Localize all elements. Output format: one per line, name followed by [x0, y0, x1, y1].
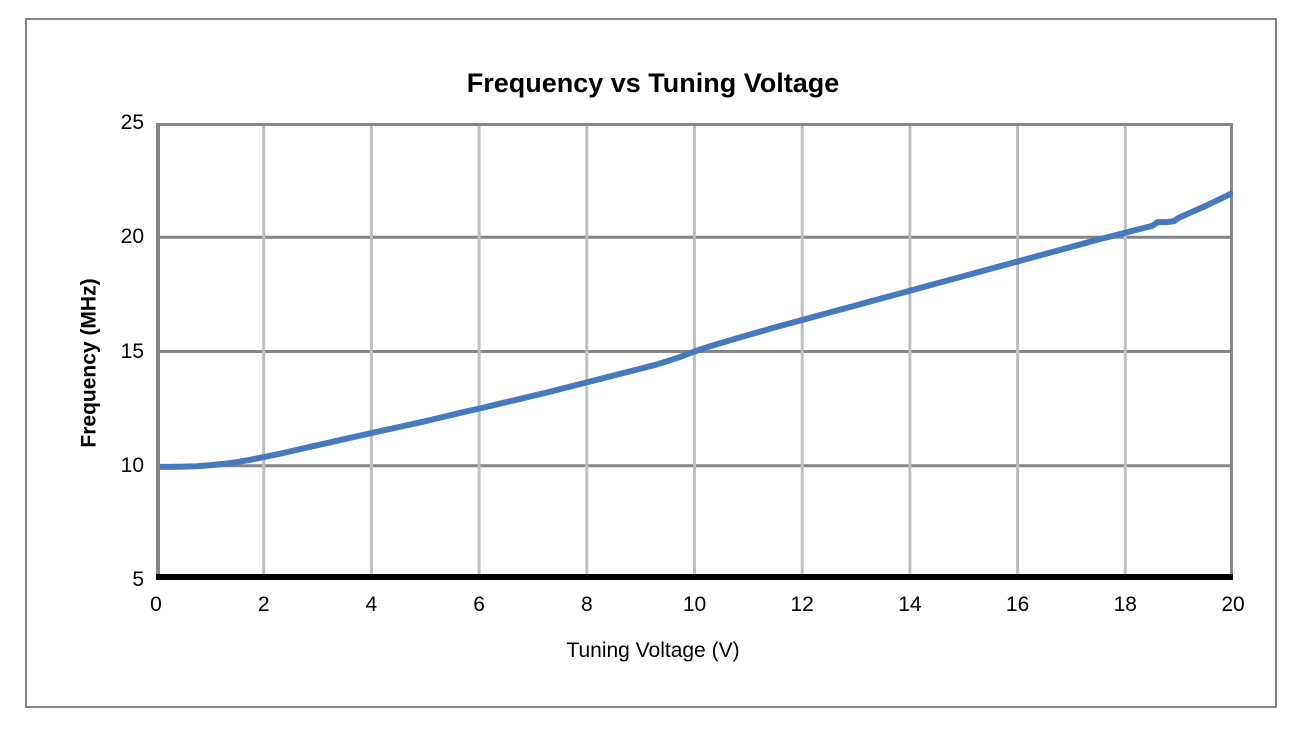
axis-lines: [156, 123, 1233, 580]
x-tick-label: 14: [898, 593, 922, 616]
y-tick-label: 25: [120, 111, 144, 134]
chart-title: Frequency vs Tuning Voltage: [466, 68, 840, 98]
data-series-group: [156, 189, 1233, 470]
gridlines: [156, 123, 1233, 580]
x-axis-title: Tuning Voltage (V): [566, 639, 740, 662]
y-tick-label: 15: [120, 339, 144, 363]
plot-canvas: [156, 123, 1233, 580]
plot-area: 5 10 15 20 25 0 2 4 6 8 10 12 14 16 18 20: [121, 112, 1245, 615]
x-tick-label: 10: [682, 593, 707, 616]
y-tick-label: 5: [132, 568, 144, 591]
x-tick-label: 20: [1221, 593, 1245, 616]
x-tick-label: 0: [150, 593, 162, 616]
x-tick-label: 18: [1113, 593, 1137, 616]
x-tick-label: 4: [365, 593, 378, 616]
x-tick-label: 2: [257, 593, 270, 616]
y-tick-label: 10: [120, 453, 144, 477]
chart-frame: Frequency vs Tuning Voltage 5 10 15 20 25 0 2…: [25, 18, 1277, 708]
x-tick-label: 6: [473, 593, 485, 616]
x-tick-label: 12: [790, 593, 814, 616]
data-series-0: [156, 189, 1233, 470]
x-tick-label: 8: [580, 593, 593, 616]
x-tick-label: 16: [1005, 593, 1030, 616]
y-tick-label: 20: [120, 225, 144, 249]
y-axis-title: Frequency (MHz): [77, 278, 101, 448]
